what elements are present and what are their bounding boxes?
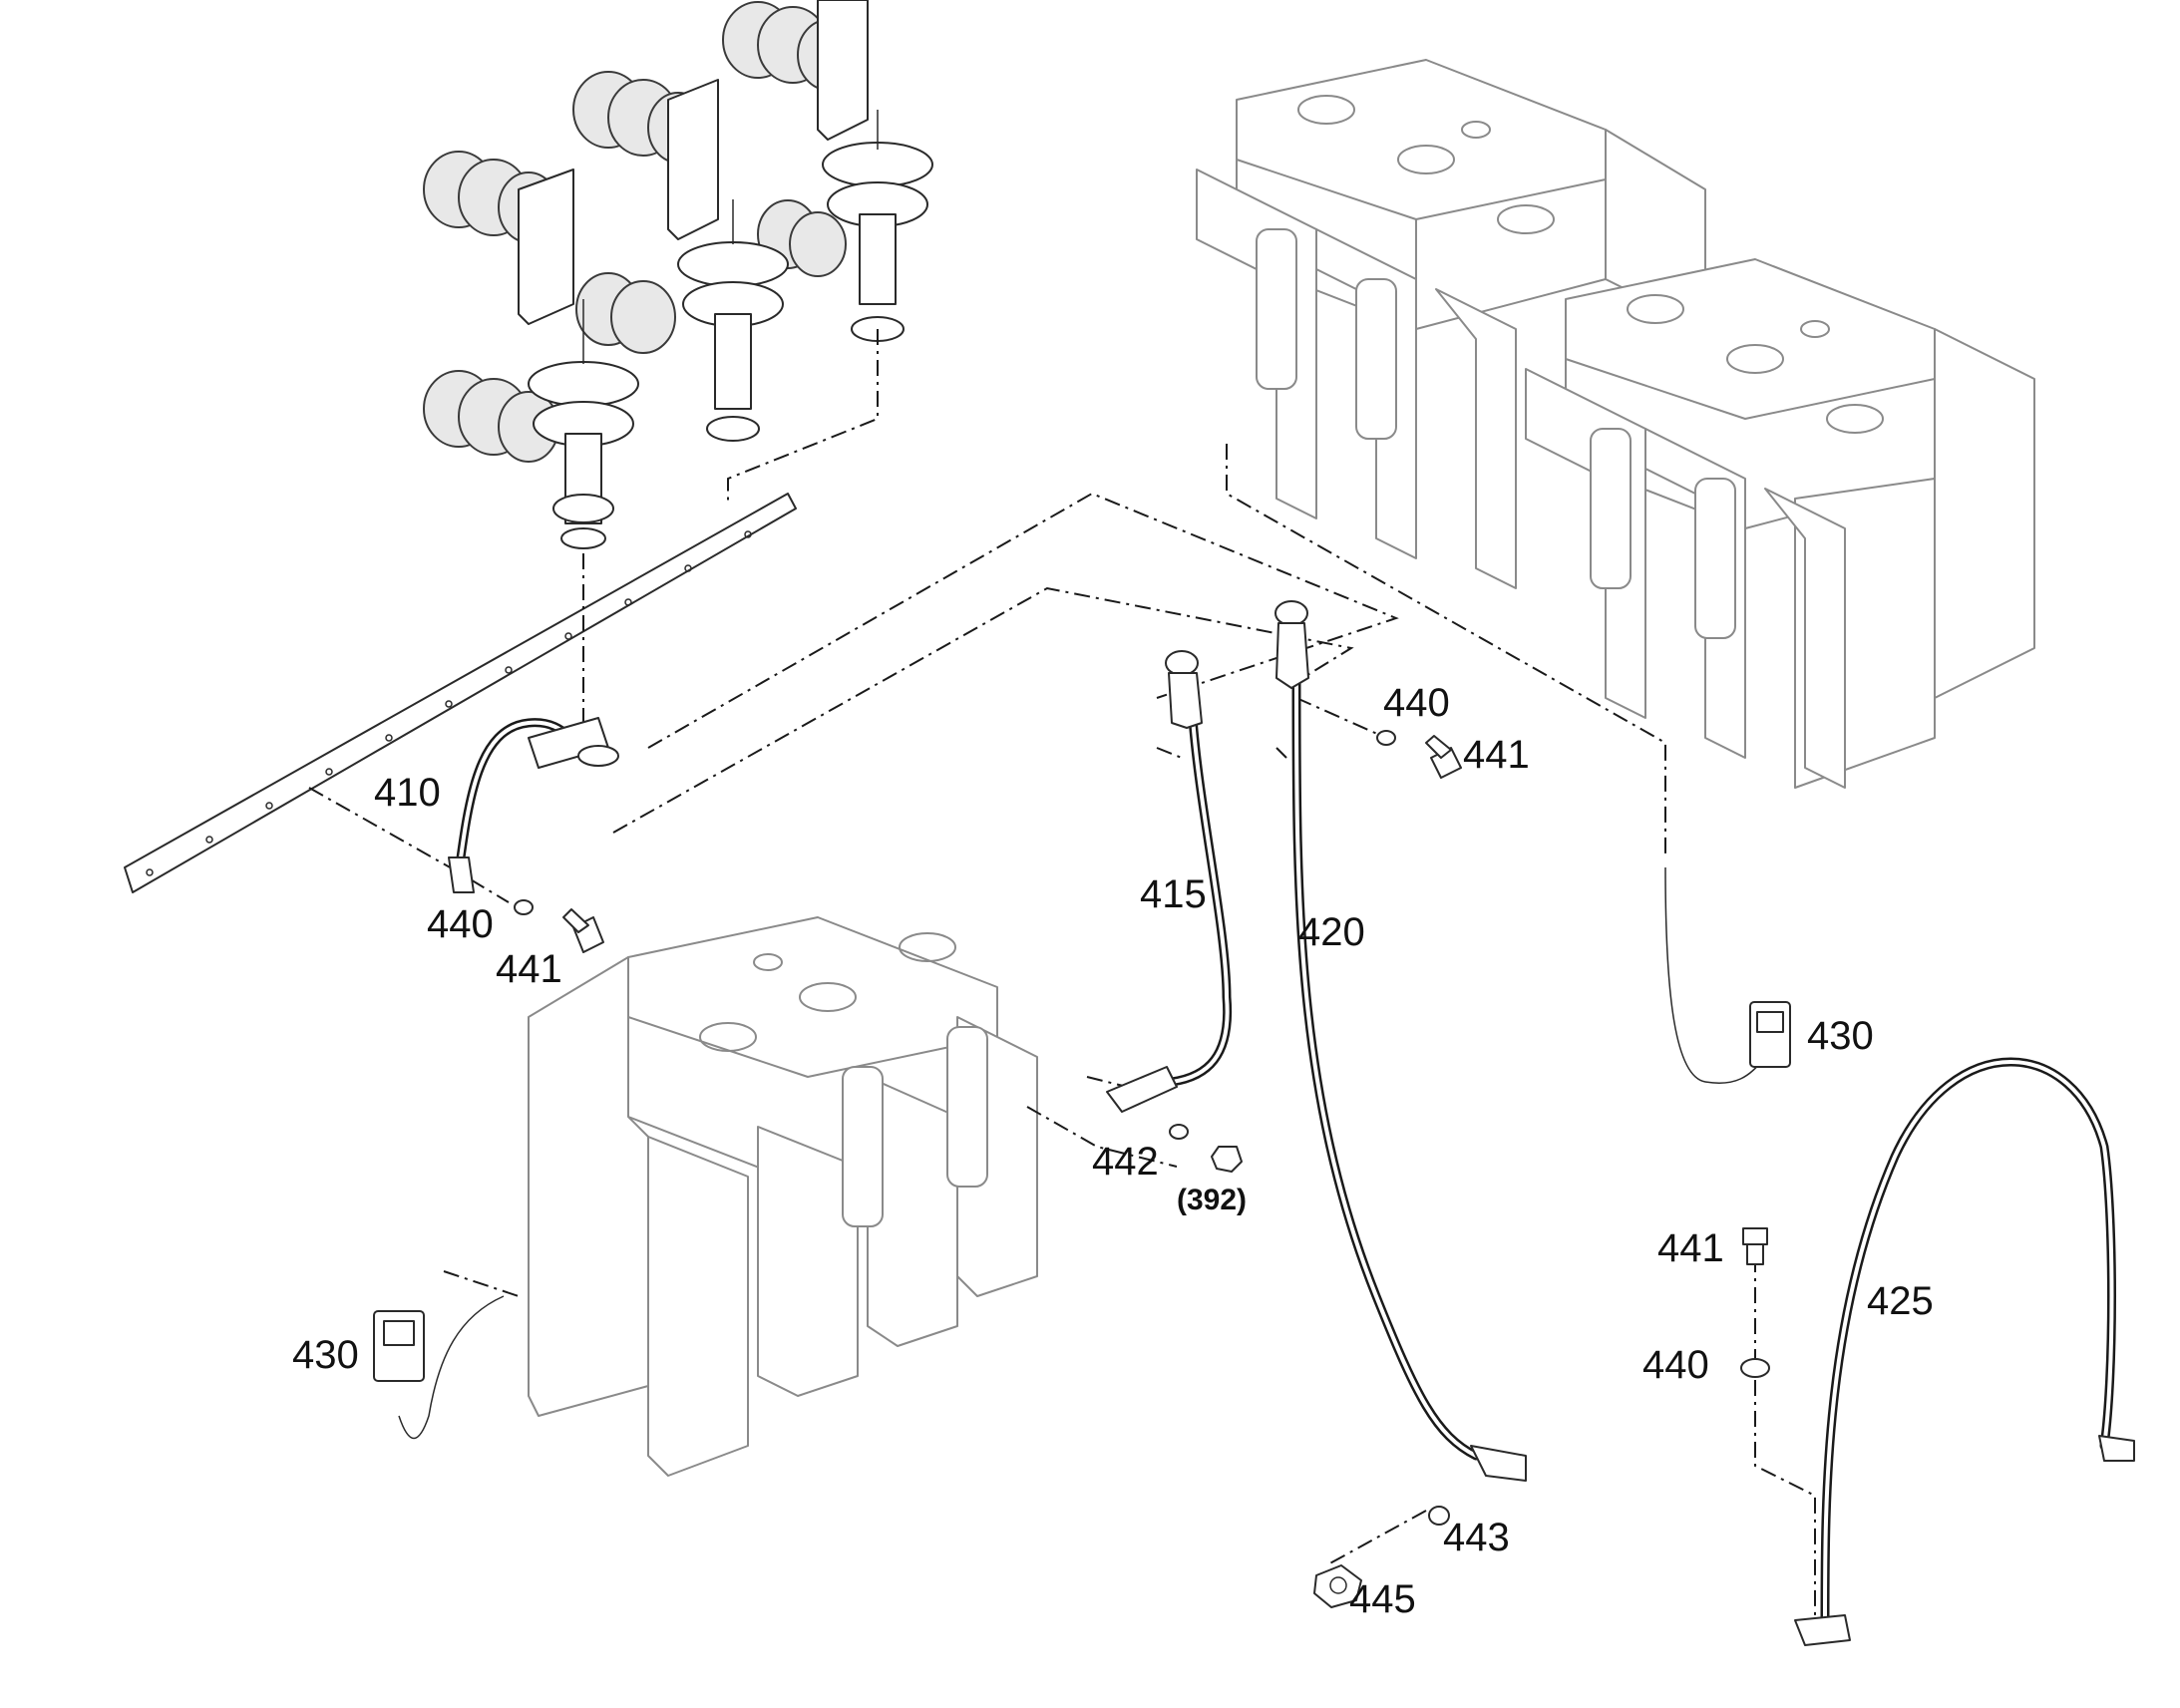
callout-420: 420 <box>1298 910 1365 954</box>
callout-442: 442 <box>1092 1140 1159 1184</box>
callout-440-left: 440 <box>427 902 494 946</box>
ground-bus-bar <box>124 493 797 893</box>
callout-430-right: 430 <box>1807 1014 1874 1058</box>
connector-430-right <box>1664 866 1791 1084</box>
callout-425: 425 <box>1867 1279 1934 1323</box>
callout-430-left: 430 <box>292 1333 359 1377</box>
connector-430-left <box>373 1295 505 1439</box>
hardware-443-445 <box>1313 1506 1450 1608</box>
hardware-right-bolt-washer <box>1740 1227 1770 1378</box>
arrester-coils <box>423 1 859 463</box>
callout-441-top: 441 <box>1463 733 1530 777</box>
callout-441-left: 441 <box>496 947 562 991</box>
callout-392: (392) <box>1177 1184 1247 1216</box>
contactor-assembly-lower <box>528 916 1038 1477</box>
hardware-left-washer-bolt <box>514 899 604 953</box>
callout-440-top: 440 <box>1383 681 1450 725</box>
surge-arrester-assembly <box>423 0 933 549</box>
callout-415: 415 <box>1140 872 1207 916</box>
contactor-assembly-upper <box>1196 59 2035 789</box>
callout-440-right: 440 <box>1642 1343 1709 1387</box>
callout-443: 443 <box>1443 1516 1510 1559</box>
callout-441-right: 441 <box>1657 1226 1724 1270</box>
cable-410 <box>448 717 619 893</box>
cable-415 <box>1106 650 1233 1113</box>
callout-445: 445 <box>1349 1577 1416 1621</box>
arrester-insulators <box>528 110 933 549</box>
hardware-442-washer-nut <box>1169 1124 1243 1173</box>
cable-420 <box>1274 600 1527 1482</box>
cable-425 <box>1794 1057 2135 1646</box>
callout-labels: 410 415 420 425 430 430 440 441 440 441 … <box>292 681 1934 1621</box>
callout-410: 410 <box>374 771 441 815</box>
hardware-top-washer-bolt <box>1376 730 1462 779</box>
